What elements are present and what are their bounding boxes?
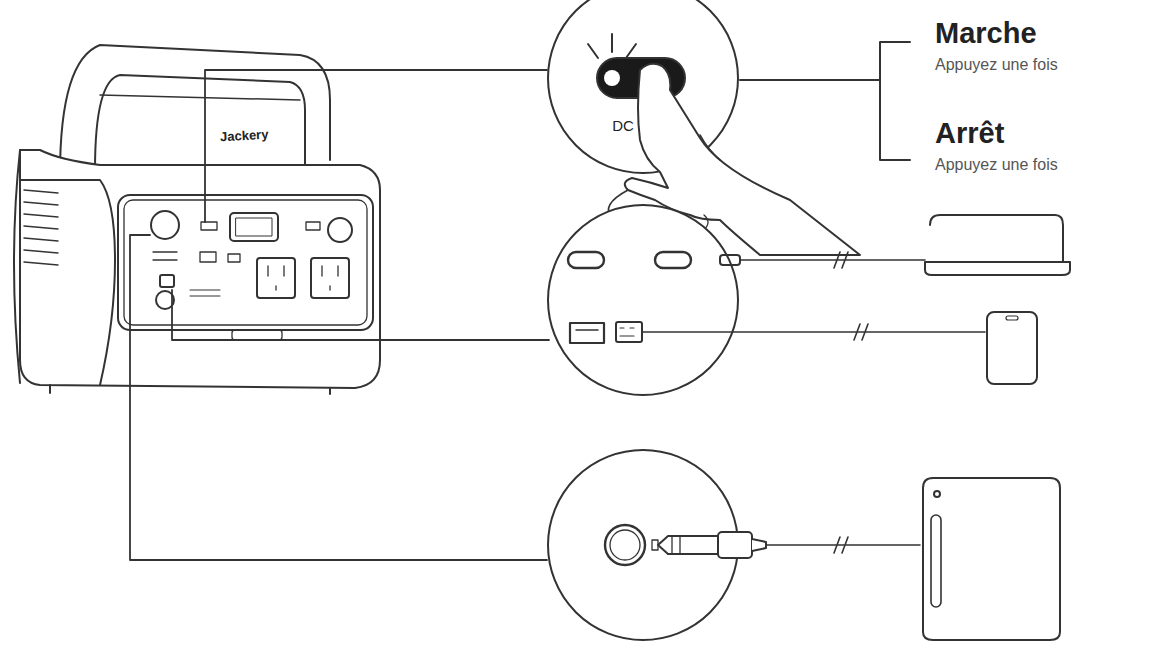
- callout-heading: Arrêt: [935, 117, 1004, 150]
- callout-note: Appuyez une fois: [935, 56, 1058, 74]
- zoom-car-socket: [548, 450, 1060, 640]
- zoom-circle-dc: DC: [612, 117, 634, 134]
- brand-logo: Jackery: [220, 127, 269, 145]
- callout-note: Appuyez une fois: [935, 156, 1058, 174]
- leader-lines: [130, 70, 549, 560]
- power-station: [14, 45, 380, 394]
- callout-heading: Marche: [935, 17, 1037, 50]
- port-label: DC: [612, 117, 634, 134]
- car-fridge: [923, 478, 1060, 640]
- phone: [987, 312, 1037, 384]
- zoom-usb: [548, 205, 1070, 395]
- laptop: [930, 215, 1063, 262]
